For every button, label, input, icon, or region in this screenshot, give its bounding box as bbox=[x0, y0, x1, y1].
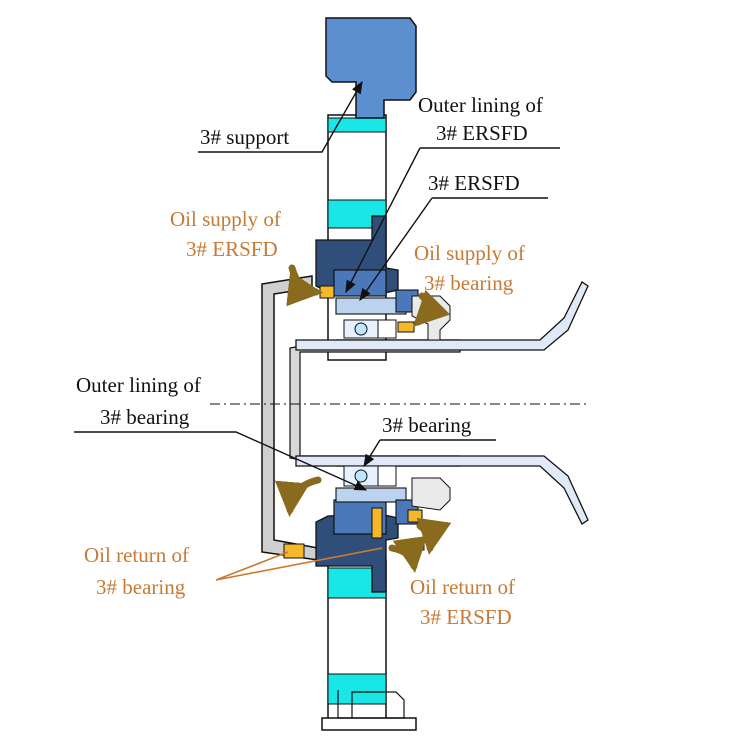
support-column-bottom bbox=[321, 559, 417, 731]
label-outer-lining-bearing-line1: Outer lining of bbox=[76, 373, 201, 397]
leader-bearing bbox=[364, 439, 496, 466]
label-outer-lining-bearing-line2: 3# bearing bbox=[100, 405, 190, 429]
label-oil-return-bearing-line1: Oil return of bbox=[84, 543, 189, 567]
oil-supply-ersfd-arrow bbox=[286, 264, 323, 307]
oil-supply-bearing-arrow bbox=[413, 289, 451, 327]
label-ersfd: 3# ERSFD bbox=[428, 171, 520, 195]
oil-return-ersfd-arrow bbox=[416, 517, 452, 555]
oil-return-bearing-arrow-lower bbox=[388, 535, 428, 573]
label-bearing: 3# bearing bbox=[382, 413, 472, 437]
leader-oil-return-bearing-a bbox=[215, 551, 289, 581]
leader-ersfd bbox=[360, 197, 548, 300]
label-support: 3# support bbox=[200, 125, 289, 149]
label-outer-lining-ersfd-line2: 3# ERSFD bbox=[436, 121, 528, 145]
label-outer-lining-ersfd-line1: Outer lining of bbox=[418, 93, 543, 117]
leader-support bbox=[198, 80, 363, 153]
ersfd-lower bbox=[283, 465, 451, 593]
label-oil-return-bearing-line2: 3# bearing bbox=[96, 575, 186, 599]
label-oil-supply-ersfd-line2: 3# ERSFD bbox=[186, 237, 278, 261]
label-oil-supply-bearing-line1: Oil supply of bbox=[414, 241, 525, 265]
label-oil-return-ersfd-line2: 3# ERSFD bbox=[420, 605, 512, 629]
label-oil-supply-bearing-line2: 3# bearing bbox=[424, 271, 514, 295]
label-oil-return-ersfd-line1: Oil return of bbox=[410, 575, 515, 599]
oil-return-bearing-arrow-upper bbox=[274, 476, 322, 517]
oil-flow-arrows bbox=[274, 264, 452, 573]
leader-oil-return-bearing-b bbox=[215, 547, 383, 581]
leader-lines bbox=[74, 80, 560, 581]
leader-outer-lining-ersfd bbox=[346, 147, 560, 292]
label-oil-supply-ersfd-line1: Oil supply of bbox=[170, 207, 281, 231]
leader-outer-lining-bearing bbox=[74, 431, 368, 491]
